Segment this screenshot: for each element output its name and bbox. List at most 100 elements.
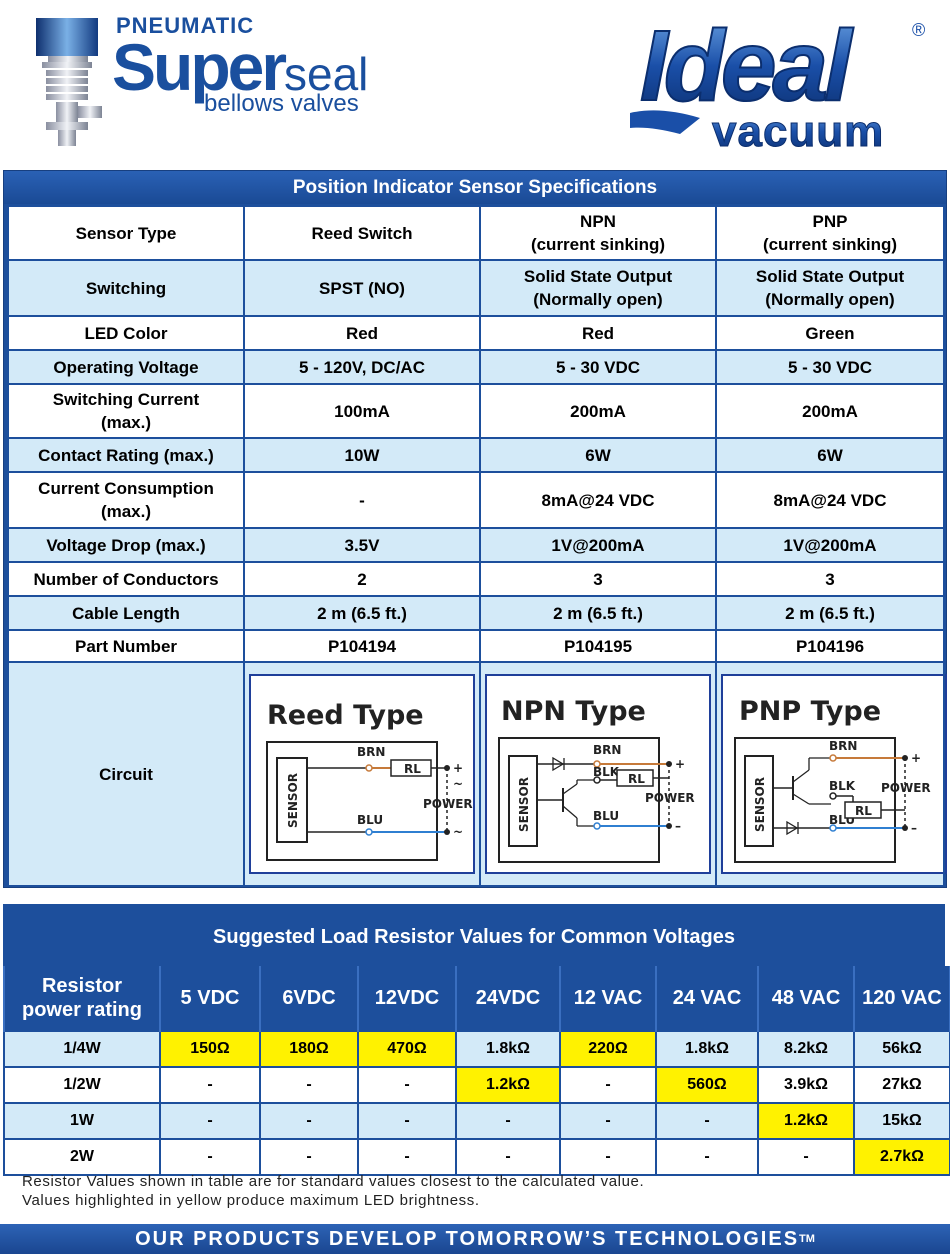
spec-cell: 8mA@24 VDC — [715, 471, 945, 529]
spec-cell: 3 — [479, 561, 717, 597]
voltage-column-header: 5 VDC — [159, 966, 261, 1031]
power-rating-label: 1W — [3, 1102, 161, 1140]
svg-text:SENSOR: SENSOR — [286, 773, 300, 828]
spec-table-title: Position Indicator Sensor Specifications — [4, 171, 946, 204]
voltage-column-header: 48 VAC — [757, 966, 855, 1031]
spec-cell: 1V@200mA — [479, 527, 717, 563]
spec-row-label: Switching — [7, 259, 245, 317]
voltage-column-header: 24VDC — [455, 966, 561, 1031]
spec-cell: 5 - 30 VDC — [715, 349, 945, 385]
resistor-value-cell: 150Ω — [159, 1030, 261, 1068]
pnp-circuit-cell: PNP Type SENSOR BRN — [715, 661, 947, 887]
spec-cell: 2 m (6.5 ft.) — [715, 595, 945, 631]
svg-text:bellows valves: bellows valves — [204, 90, 359, 117]
power-rating-label: 2W — [3, 1138, 161, 1176]
svg-text:NPN Type: NPN Type — [501, 696, 646, 727]
svg-text:+: + — [911, 751, 921, 765]
resistor-value-cell: 1.2kΩ — [757, 1102, 855, 1140]
footnote-1: Resistor Values shown in table are for s… — [22, 1173, 645, 1190]
circuit-label: Circuit — [7, 661, 245, 887]
footnotes: Resistor Values shown in table are for s… — [22, 1172, 922, 1210]
spec-cell: Solid State Output (Normally open) — [715, 259, 945, 317]
spec-cell: 10W — [243, 437, 481, 473]
spec-row-label: Contact Rating (max.) — [7, 437, 245, 473]
spec-cell: PNP (current sinking) — [715, 205, 945, 261]
svg-text:BRN: BRN — [593, 743, 621, 757]
spec-cell: SPST (NO) — [243, 259, 481, 317]
spec-cell: 3.5V — [243, 527, 481, 563]
resistor-value-cell: - — [259, 1138, 359, 1176]
spec-cell: 2 m (6.5 ft.) — [243, 595, 481, 631]
voltage-column-header: 6VDC — [259, 966, 359, 1031]
svg-text:POWER: POWER — [645, 791, 695, 805]
power-rating-label: 1/2W — [3, 1066, 161, 1104]
spec-cell: P104195 — [479, 629, 717, 663]
spec-cell: - — [243, 471, 481, 529]
spec-cell: 8mA@24 VDC — [479, 471, 717, 529]
power-rating-label: 1/4W — [3, 1030, 161, 1068]
resistor-value-cell: - — [655, 1138, 759, 1176]
resistor-corner-header: Resistor power rating — [3, 966, 161, 1031]
svg-text:®: ® — [912, 20, 925, 40]
tagline-banner: OUR PRODUCTS DEVELOP TOMORROW’S TECHNOLO… — [0, 1224, 950, 1254]
svg-text:+: + — [453, 761, 463, 775]
spec-cell: 1V@200mA — [715, 527, 945, 563]
reed-circuit-cell: Reed Type SENSOR BRN RL + — [243, 661, 481, 887]
spec-cell: P104196 — [715, 629, 945, 663]
svg-text:POWER: POWER — [423, 797, 473, 811]
svg-text:–: – — [911, 821, 917, 835]
spec-cell: 3 — [715, 561, 945, 597]
spec-cell: 200mA — [479, 383, 717, 439]
resistor-value-cell: 8.2kΩ — [757, 1030, 855, 1068]
svg-text:BLK: BLK — [829, 779, 856, 793]
resistor-value-cell: 560Ω — [655, 1066, 759, 1104]
npn-circuit-cell: NPN Type SENSOR — [479, 661, 717, 887]
resistor-value-cell: - — [559, 1066, 657, 1104]
circuit-row: Circuit Reed Type SENSOR BRN RL — [7, 661, 947, 887]
voltage-column-header: 24 VAC — [655, 966, 759, 1031]
resistor-value-cell: 3.9kΩ — [757, 1066, 855, 1104]
resistor-value-cell: - — [159, 1066, 261, 1104]
footnote-2: Values highlighted in yellow produce max… — [22, 1192, 480, 1209]
resistor-value-cell: 180Ω — [259, 1030, 359, 1068]
spec-row-label: LED Color — [7, 315, 245, 351]
resistor-value-cell: 56kΩ — [853, 1030, 950, 1068]
ideal-vacuum-logo: Ideal vacuum ® — [630, 9, 925, 153]
resistor-value-cell: 15kΩ — [853, 1102, 950, 1140]
resistor-value-cell: - — [357, 1066, 457, 1104]
pnp-circuit-diagram: PNP Type SENSOR BRN — [734, 696, 931, 863]
svg-text:BRN: BRN — [357, 745, 385, 759]
spec-row-label: Current Consumption (max.) — [7, 471, 245, 529]
page-header: PNEUMATIC Super seal bellows valves Idea… — [0, 0, 950, 165]
spec-cell: 100mA — [243, 383, 481, 439]
resistor-value-cell: 2.7kΩ — [853, 1138, 950, 1176]
svg-text:Reed Type: Reed Type — [267, 700, 424, 731]
tagline-text: OUR PRODUCTS DEVELOP TOMORROW’S TECHNOLO… — [135, 1228, 800, 1250]
spec-row-label: Sensor Type — [7, 205, 245, 261]
resistor-value-cell: - — [455, 1102, 561, 1140]
spec-row-label: Switching Current (max.) — [7, 383, 245, 439]
svg-text:~: ~ — [453, 825, 463, 839]
svg-text:BLU: BLU — [357, 813, 383, 827]
svg-text:RL: RL — [855, 804, 872, 818]
voltage-column-header: 12 VAC — [559, 966, 657, 1031]
resistor-value-cell: - — [259, 1102, 359, 1140]
resistor-table-section: Suggested Load Resistor Values for Commo… — [3, 904, 950, 1176]
spec-cell: NPN (current sinking) — [479, 205, 717, 261]
resistor-value-cell: - — [357, 1138, 457, 1176]
spec-row-label: Cable Length — [7, 595, 245, 631]
svg-text:Super: Super — [112, 30, 286, 104]
resistor-value-cell: 1.8kΩ — [655, 1030, 759, 1068]
spec-cell: Reed Switch — [243, 205, 481, 261]
spec-cell: 6W — [479, 437, 717, 473]
